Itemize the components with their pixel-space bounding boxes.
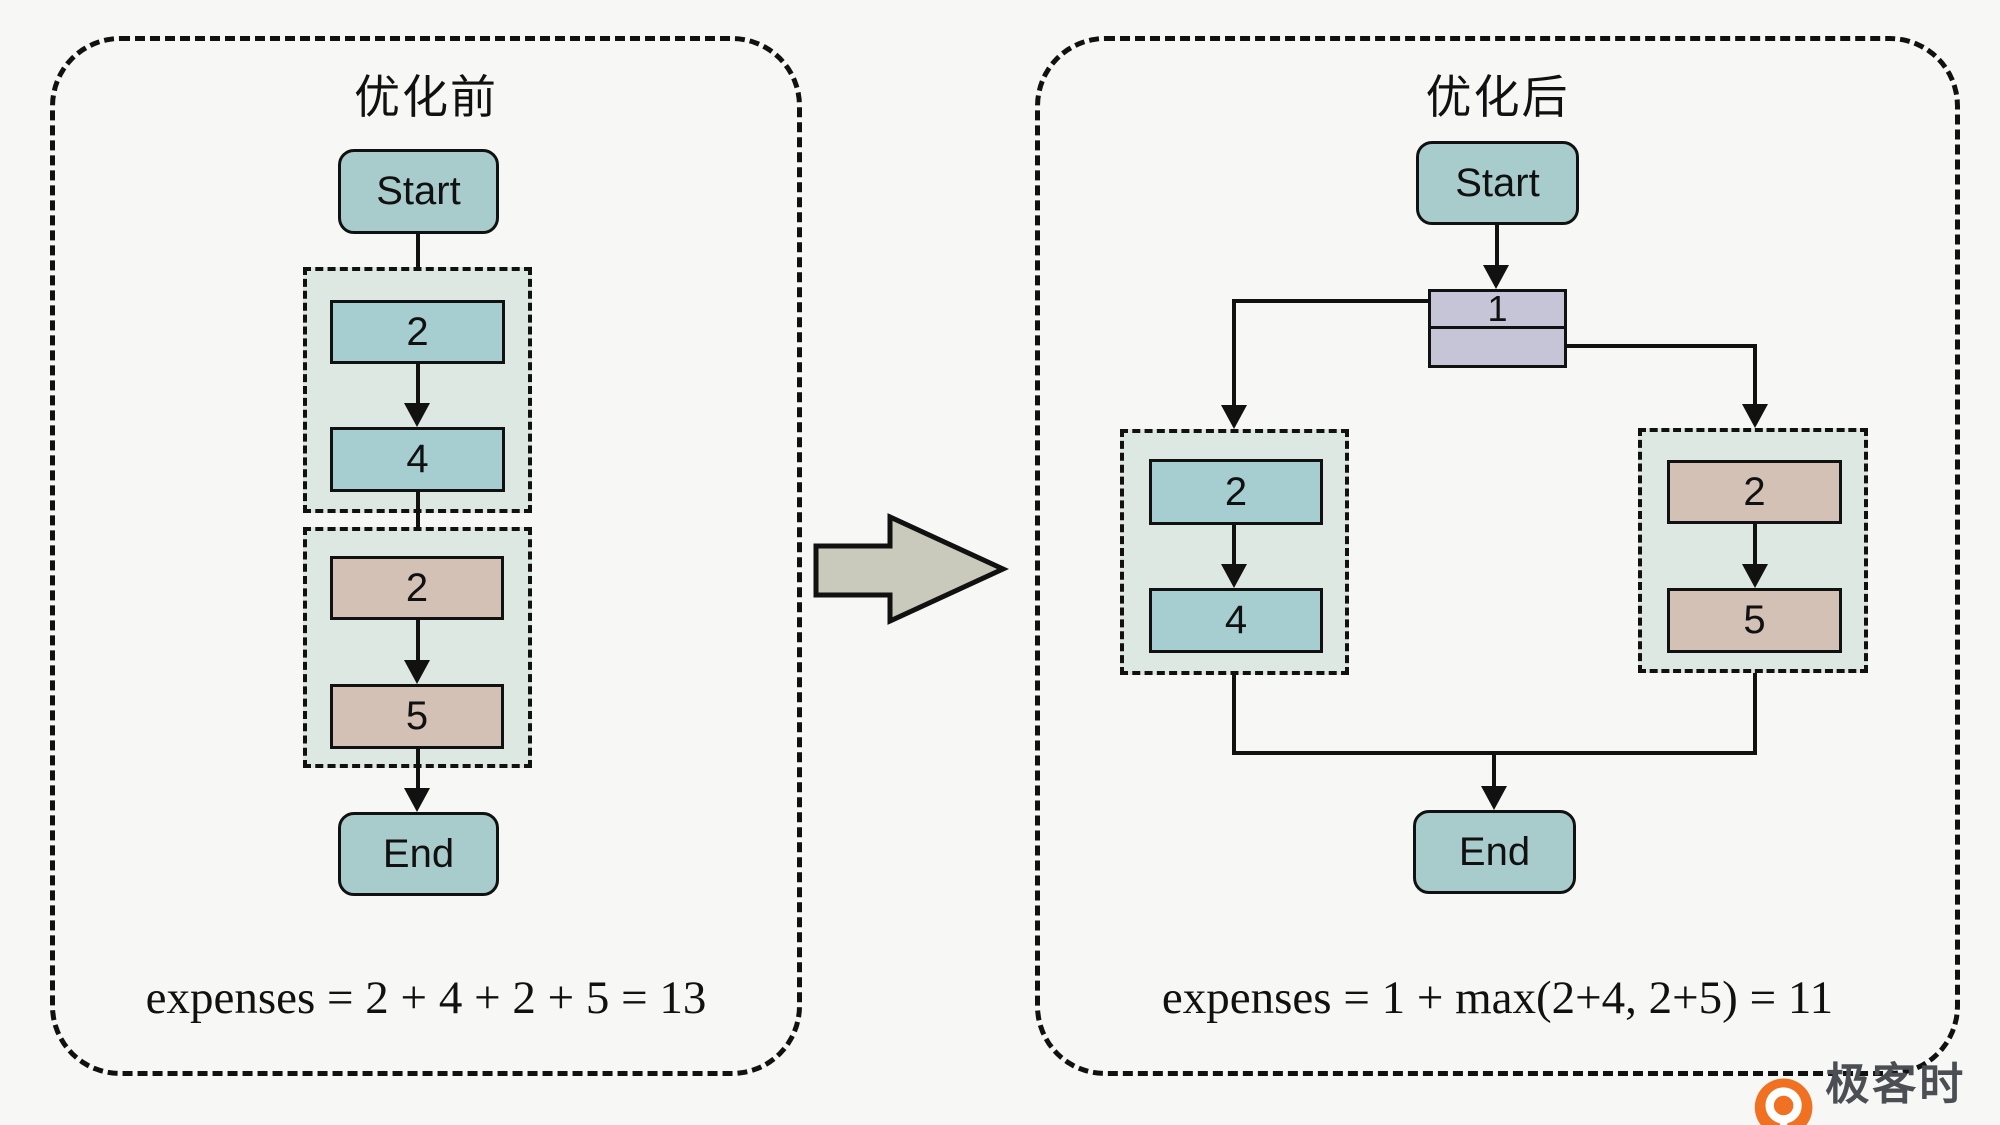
after-task-box: 4 (1149, 588, 1323, 653)
geektime-logo-text: 极客时间 (1825, 1060, 1967, 1125)
after-expenses-formula: expenses = 1 + max(2+4, 2+5) = 11 (1161, 972, 1834, 1024)
connector-line (1753, 524, 1757, 566)
panel-before-title: 优化前 (354, 71, 498, 123)
connector-line (1495, 225, 1499, 267)
connector-line (1753, 673, 1757, 755)
after-task-box: 2 (1149, 459, 1323, 525)
connector-line (1232, 299, 1236, 405)
geektime-logo: 极客时间 (1752, 1048, 2000, 1125)
connector-line (1567, 344, 1757, 348)
before-end-node: End (338, 812, 499, 896)
connector-line (416, 620, 420, 662)
panel-before-optimization: 优化前 expenses = 2 + 4 + 2 + 5 = 13 (50, 36, 802, 1076)
geektime-logo-icon (1754, 1078, 1813, 1125)
connector-line (1232, 675, 1236, 755)
connector-line (1232, 299, 1428, 303)
before-expenses-formula: expenses = 2 + 4 + 2 + 5 = 13 (145, 972, 707, 1024)
panel-after-title: 优化后 (1425, 71, 1570, 123)
arrowhead-down-icon (1481, 786, 1507, 810)
connector-line (416, 234, 420, 278)
before-task-box: 4 (330, 427, 505, 492)
after-fork-node-empty-row (1431, 329, 1564, 365)
before-task-box: 5 (330, 684, 504, 749)
after-task-box: 2 (1667, 460, 1842, 524)
after-start-node: Start (1416, 141, 1579, 225)
arrowhead-down-icon (1221, 405, 1247, 429)
arrowhead-down-icon (1483, 265, 1509, 289)
connector-line (416, 492, 420, 534)
panel-after-optimization: 优化后 expenses = 1 + max(2+4, 2+5) = 11 (1035, 36, 1960, 1076)
arrowhead-down-icon (1742, 564, 1768, 588)
connector-line (1232, 751, 1757, 755)
arrowhead-down-icon (404, 788, 430, 812)
connector-line (1753, 344, 1757, 404)
connector-line (1232, 525, 1236, 566)
connector-line (416, 364, 420, 405)
before-task-box: 2 (330, 300, 505, 364)
arrowhead-down-icon (404, 403, 430, 427)
arrowhead-down-icon (1742, 404, 1768, 428)
arrowhead-down-icon (404, 660, 430, 684)
after-fork-node: 1 (1428, 289, 1567, 368)
connector-line (1492, 755, 1496, 786)
arrowhead-down-icon (1221, 564, 1247, 588)
transform-arrow-icon (813, 513, 1009, 625)
connector-line (416, 749, 420, 790)
after-fork-node-label: 1 (1431, 291, 1564, 329)
before-start-node: Start (338, 149, 499, 234)
after-end-node: End (1413, 810, 1576, 894)
before-task-box: 2 (330, 556, 504, 620)
after-task-box: 5 (1667, 588, 1842, 653)
